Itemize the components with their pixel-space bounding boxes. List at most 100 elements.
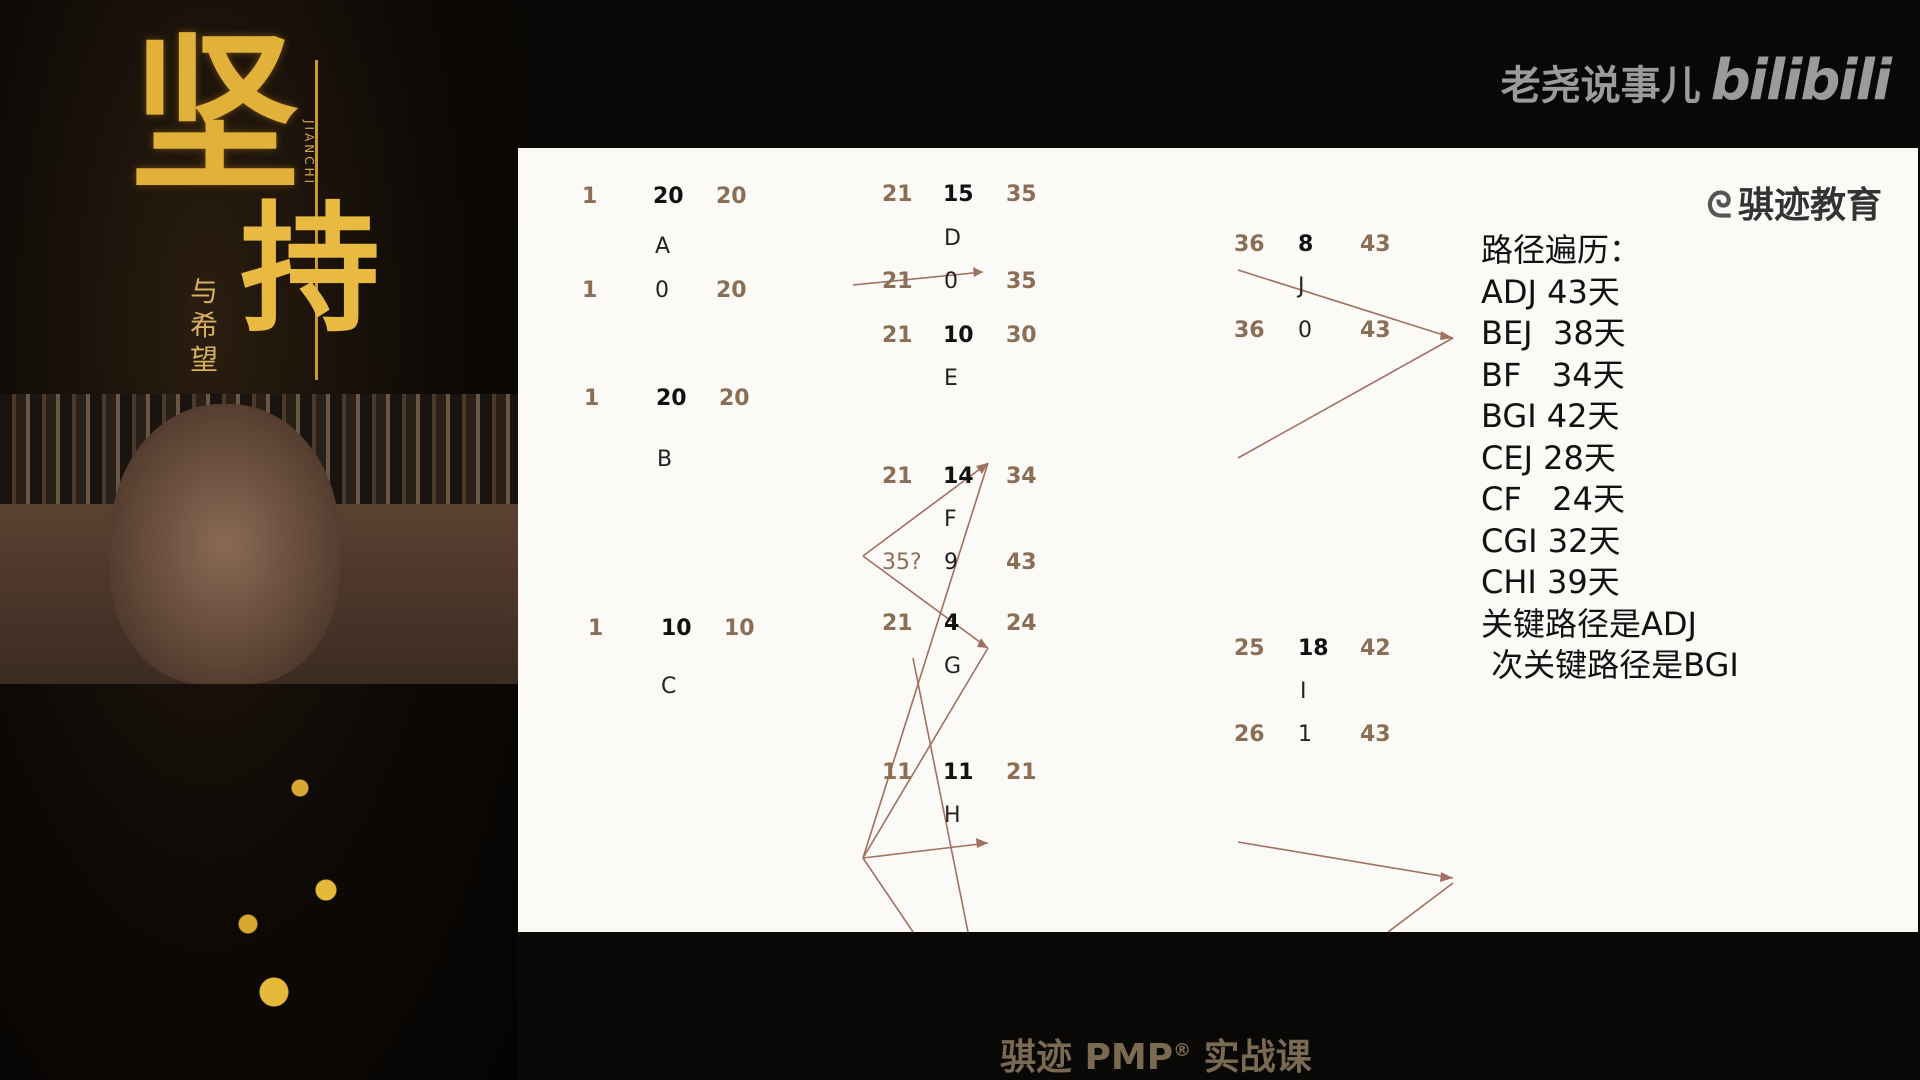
d-duration: 15 <box>943 182 974 207</box>
arrow-c-h <box>862 842 989 859</box>
summary-line: BEJ 38天 <box>1481 314 1626 352</box>
arrow-to-g <box>862 647 989 859</box>
bilibili-logo: bilibili <box>1710 48 1892 113</box>
summary-line: BF 34天 <box>1481 355 1625 394</box>
arrow-g-down <box>912 657 969 932</box>
summary-heading: 路径遍历： <box>1481 231 1642 269</box>
network-arrows <box>852 267 1454 932</box>
course-title: 骐迹 PMP® 实战课 <box>1000 1028 1312 1080</box>
j-early-start: 36 <box>1234 232 1265 257</box>
c-early-start: 1 <box>588 616 604 641</box>
e-early-start: 21 <box>882 323 913 348</box>
summary-line: CEJ 28天 <box>1481 438 1616 477</box>
arrow-j-end <box>1237 337 1454 459</box>
f-duration: 14 <box>943 464 974 489</box>
arrow-to-f <box>862 462 989 859</box>
d-early-start: 21 <box>882 182 913 207</box>
i-label: I <box>1300 679 1307 704</box>
f-float: 9 <box>944 550 958 575</box>
f-late-start: 35? <box>882 550 922 575</box>
poster-pinyin: JIANCHI <box>302 120 316 187</box>
course-title-prefix: 骐迹 PMP <box>1000 1037 1174 1078</box>
presenter-face <box>110 404 340 684</box>
a-float: 0 <box>655 278 669 303</box>
logo-text: 骐迹教育 <box>1737 185 1882 226</box>
f-late-finish: 43 <box>1006 550 1037 575</box>
gold-footprints-decoration <box>170 720 430 1060</box>
a-early-start: 1 <box>582 184 598 209</box>
j-late-finish: 43 <box>1360 318 1391 343</box>
qiji-logo-icon: ᘓ <box>1706 185 1732 226</box>
b-duration: 20 <box>656 386 687 411</box>
f-label: F <box>944 507 957 532</box>
arrow-b-f <box>862 462 989 557</box>
i-late-start: 26 <box>1234 722 1265 747</box>
poster-title-top: 坚 <box>130 15 301 215</box>
a-duration: 20 <box>653 184 684 209</box>
h-label: H <box>944 803 961 828</box>
summary-line: ADJ 43天 <box>1481 272 1620 311</box>
poster-divider-line <box>315 60 318 380</box>
a-label: A <box>655 234 671 259</box>
critical-path-line: 关键路径是ADJ <box>1481 604 1697 643</box>
course-title-suffix: 实战课 <box>1191 1037 1312 1078</box>
poster-title-bottom: 持 <box>240 188 381 352</box>
webcam-video <box>0 394 518 684</box>
j-early-finish: 43 <box>1360 232 1391 257</box>
g-duration: 4 <box>944 611 960 636</box>
i-late-finish: 43 <box>1360 722 1391 747</box>
c-early-finish: 10 <box>724 616 755 641</box>
d-late-start: 21 <box>882 269 913 294</box>
c-label: C <box>661 674 677 699</box>
b-early-start: 1 <box>584 386 600 411</box>
summary-line: CF 24天 <box>1481 480 1625 518</box>
h-early-start: 11 <box>882 760 913 785</box>
a-late-start: 1 <box>582 278 598 303</box>
d-label: D <box>944 226 961 251</box>
j-late-start: 36 <box>1234 318 1265 343</box>
e-label: E <box>944 366 958 391</box>
g-early-finish: 24 <box>1006 611 1037 636</box>
summary-line: CHI 39天 <box>1481 563 1620 601</box>
summary-line: BGI 42天 <box>1481 397 1620 435</box>
b-label: B <box>657 447 673 472</box>
d-early-finish: 35 <box>1006 182 1037 207</box>
channel-name: 老尧说事儿 <box>1500 63 1701 109</box>
c-duration: 10 <box>661 616 692 641</box>
a-early-finish: 20 <box>716 184 747 209</box>
d-float: 0 <box>944 269 958 294</box>
j-duration: 8 <box>1298 232 1314 257</box>
h-early-finish: 21 <box>1006 760 1037 785</box>
b-early-finish: 20 <box>719 386 750 411</box>
i-early-start: 25 <box>1234 636 1265 661</box>
arrow-c-down <box>862 857 914 932</box>
registered-mark: ® <box>1173 1040 1192 1061</box>
h-duration: 11 <box>943 760 974 785</box>
sub-critical-path-line: 次关键路径是BGI <box>1481 646 1739 684</box>
left-poster-panel: 坚 JIANCHI 与希望 持 <box>0 0 518 1080</box>
arrow-b-g <box>862 555 989 649</box>
i-duration: 18 <box>1298 636 1329 661</box>
i-float: 1 <box>1298 722 1312 747</box>
j-float: 0 <box>1298 318 1312 343</box>
e-early-finish: 30 <box>1006 323 1037 348</box>
j-label: J <box>1298 274 1305 299</box>
g-label: G <box>944 654 962 679</box>
poster-subtitle: 与希望 <box>190 275 219 376</box>
f-early-start: 21 <box>882 464 913 489</box>
summary-line: CGI 32天 <box>1481 521 1621 560</box>
arrow-i-end <box>1237 841 1454 879</box>
arrow-d-end <box>1237 269 1454 339</box>
arrow-up-end <box>1387 882 1454 932</box>
arrow-a-d <box>852 271 984 286</box>
g-early-start: 21 <box>882 611 913 636</box>
f-early-finish: 34 <box>1006 464 1037 489</box>
i-early-finish: 42 <box>1360 636 1391 661</box>
path-summary: 路径遍历： ADJ 43天 BEJ 38天 BF 34天 BGI 42天 CEJ… <box>1481 230 1739 687</box>
e-duration: 10 <box>943 323 974 348</box>
a-late-finish: 20 <box>716 278 747 303</box>
d-late-finish: 35 <box>1006 269 1037 294</box>
